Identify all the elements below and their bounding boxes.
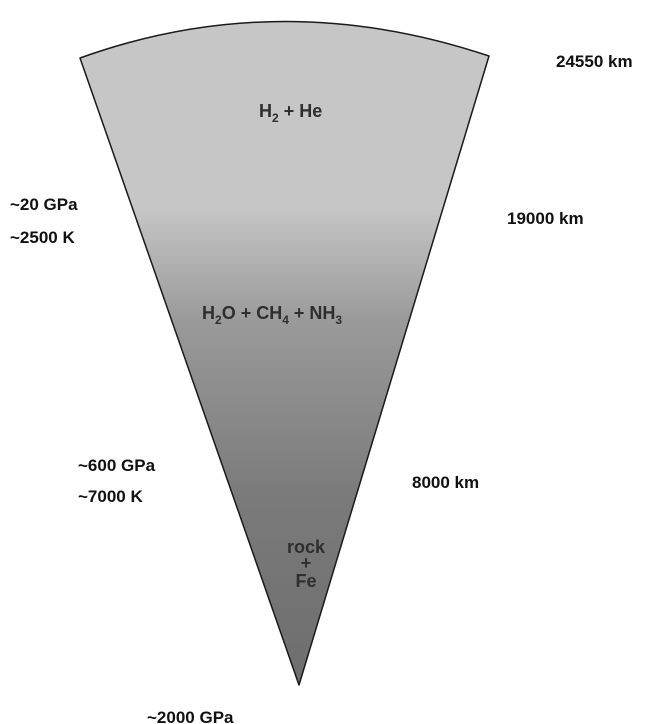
core-composition-rock: rock <box>287 537 326 557</box>
core-composition-fe: Fe <box>295 571 316 591</box>
pressure-label-outer-boundary: ~20 GPa <box>10 195 78 214</box>
temperature-label-outer-boundary: ~2500 K <box>10 228 75 247</box>
temperature-label-core-boundary: ~7000 K <box>78 487 143 506</box>
pressure-label-center: ~2000 GPa <box>147 708 234 724</box>
planet-wedge <box>79 20 490 686</box>
pressure-label-core-boundary: ~600 GPa <box>78 456 156 475</box>
middle-layer-composition: H2O + CH4 + NH3 <box>202 303 342 327</box>
core-composition-plus: + <box>301 553 312 573</box>
outer-layer-composition: H2 + He <box>259 101 322 125</box>
radius-label-core: 8000 km <box>412 473 479 492</box>
radius-label-middle: 19000 km <box>507 209 584 228</box>
radius-label-outer: 24550 km <box>556 52 633 71</box>
